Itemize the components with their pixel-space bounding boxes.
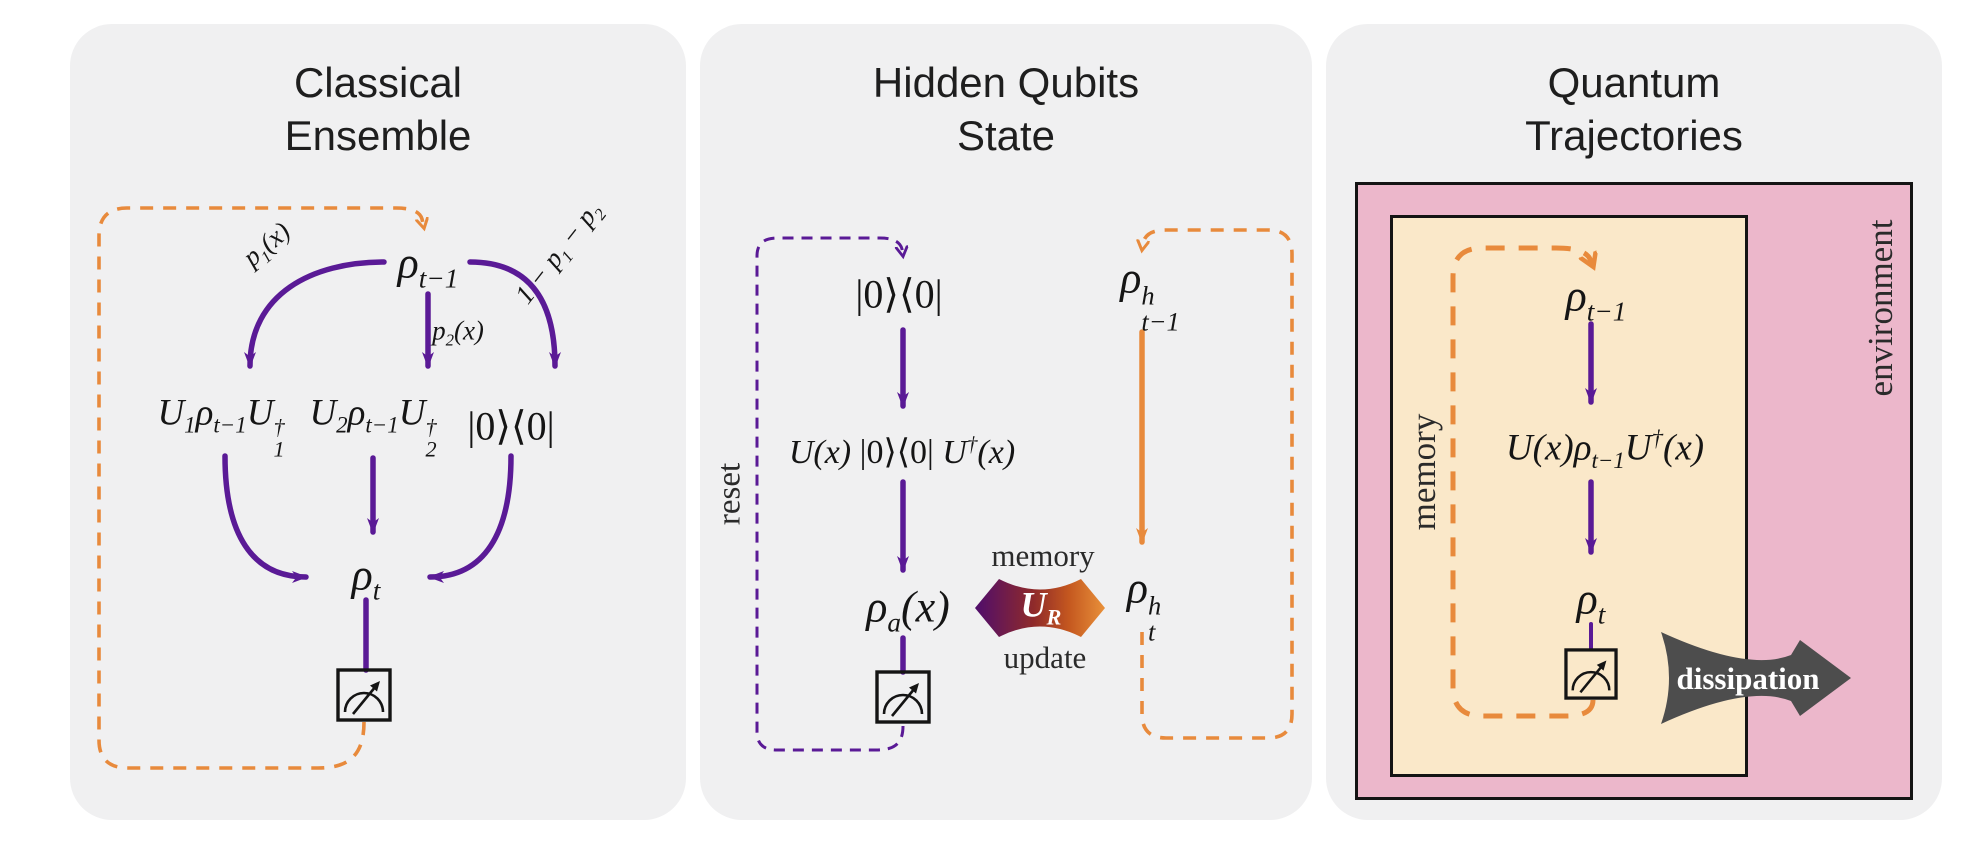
state-ket-zero-bra-zero: |0⟩⟨0| — [467, 403, 555, 449]
trajectory-rho-t-minus-1: ρt−1 — [1565, 271, 1627, 327]
measurement-gauge-icon — [1563, 648, 1619, 705]
memory-update-label-bottom: update — [1003, 640, 1087, 675]
state-rho-t-minus-1: ρt−1 — [397, 238, 459, 294]
reset-label: reset — [711, 462, 748, 526]
state-u1-rho-u1-dagger: U1ρt−1U†1 — [157, 392, 285, 462]
title-line-2: Ensemble — [284, 112, 472, 159]
title-quantum-trajectories: Quantum Trajectories — [1525, 56, 1743, 162]
title-line-2: State — [956, 112, 1056, 159]
title-hidden-qubits-state: Hidden Qubits State — [873, 56, 1139, 162]
title-line-1: Quantum — [1547, 59, 1721, 106]
ancilla-evolved-state: U(x) |0⟩⟨0| U†(x) — [788, 431, 1016, 472]
probability-label-p2: p2(x) — [432, 315, 484, 350]
trajectory-evolved-state: U(x)ρt−1U†(x) — [1505, 426, 1705, 473]
ancilla-rho-a-x: ρa(x) — [866, 582, 950, 638]
unitary-ur-label: UR — [1020, 584, 1062, 630]
memory-label: memory — [1404, 413, 1443, 531]
environment-label: environment — [1861, 219, 1900, 397]
measurement-gauge-icon — [336, 668, 392, 727]
title-classical-ensemble: Classical Ensemble — [285, 56, 472, 162]
measurement-gauge-icon — [875, 670, 931, 729]
state-rho-t: ρt — [351, 550, 381, 606]
title-line-1: Hidden Qubits — [872, 59, 1140, 106]
title-line-2: Trajectories — [1525, 112, 1743, 159]
title-line-1: Classical — [293, 59, 463, 106]
trajectory-rho-t: ρt — [1576, 574, 1606, 630]
state-u2-rho-u2-dagger: U2ρt−1U†2 — [309, 392, 437, 462]
memory-update-label-top: memory — [991, 538, 1095, 573]
ancilla-ket-zero: |0⟩⟨0| — [855, 271, 943, 317]
dissipation-label: dissipation — [1676, 661, 1820, 696]
